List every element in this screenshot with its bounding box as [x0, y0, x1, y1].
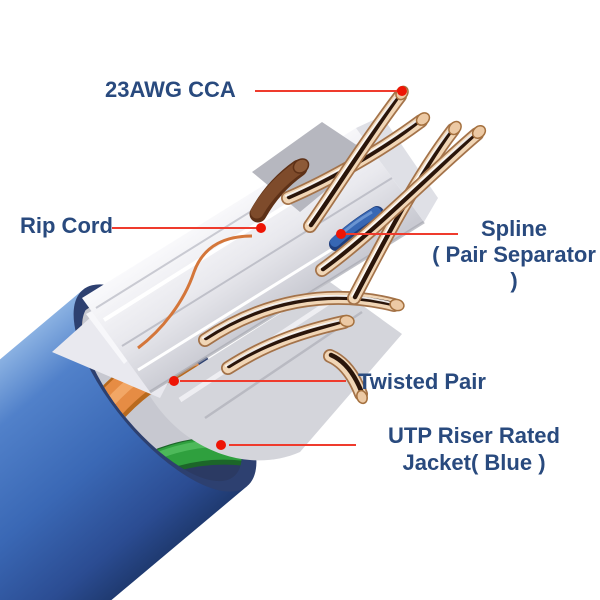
leader-line-rip-cord: [112, 227, 258, 229]
leader-dot-twisted-pair: [169, 376, 179, 386]
label-23awg-cca: 23AWG CCA: [105, 77, 236, 102]
label-spline: Spline ( Pair Separator ): [429, 216, 599, 294]
label-spline-line2: ( Pair Separator ): [432, 242, 596, 293]
leader-line-awg: [255, 90, 400, 92]
leader-dot-awg: [397, 86, 407, 96]
leader-dot-spline: [336, 229, 346, 239]
label-jacket-line2: Jacket( Blue ): [402, 450, 546, 475]
leader-line-twisted-pair: [180, 380, 346, 382]
copper-wire-down: [323, 349, 368, 405]
brown-pair-end: [249, 158, 310, 223]
copper-wire-on-beam: [221, 314, 355, 375]
label-rip-cord: Rip Cord: [20, 213, 113, 238]
copper-pair-left: [281, 85, 431, 233]
leader-dot-rip-cord: [256, 223, 266, 233]
leader-dot-jacket: [216, 440, 226, 450]
copper-wire-on-beam: [198, 290, 405, 347]
label-spline-line1: Spline: [480, 216, 547, 241]
label-jacket-line1: UTP Riser Rated: [388, 423, 560, 448]
label-jacket: UTP Riser Rated Jacket( Blue ): [388, 422, 560, 476]
leader-line-spline: [345, 233, 458, 235]
copper-pair-right: [315, 120, 487, 305]
leader-line-jacket: [229, 444, 356, 446]
label-twisted-pair: Twisted Pair: [358, 369, 486, 394]
rip-cord-strand: [137, 234, 253, 350]
